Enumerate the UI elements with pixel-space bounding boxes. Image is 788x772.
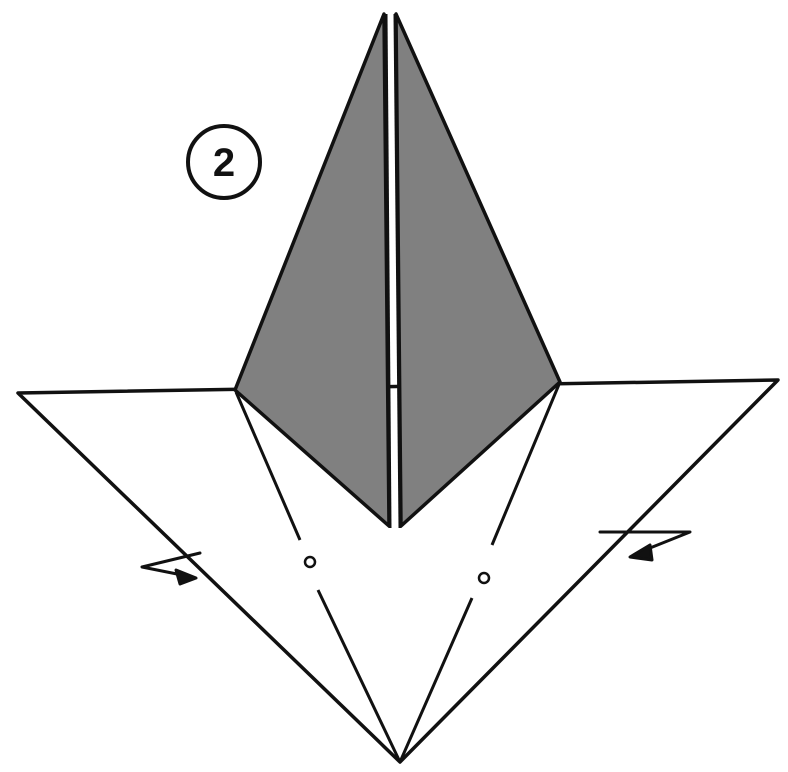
step-number-badge: 2: [188, 126, 260, 198]
pivot-point-left: [305, 557, 315, 567]
step-number: 2: [213, 141, 235, 185]
pivot-point-right: [479, 573, 489, 583]
